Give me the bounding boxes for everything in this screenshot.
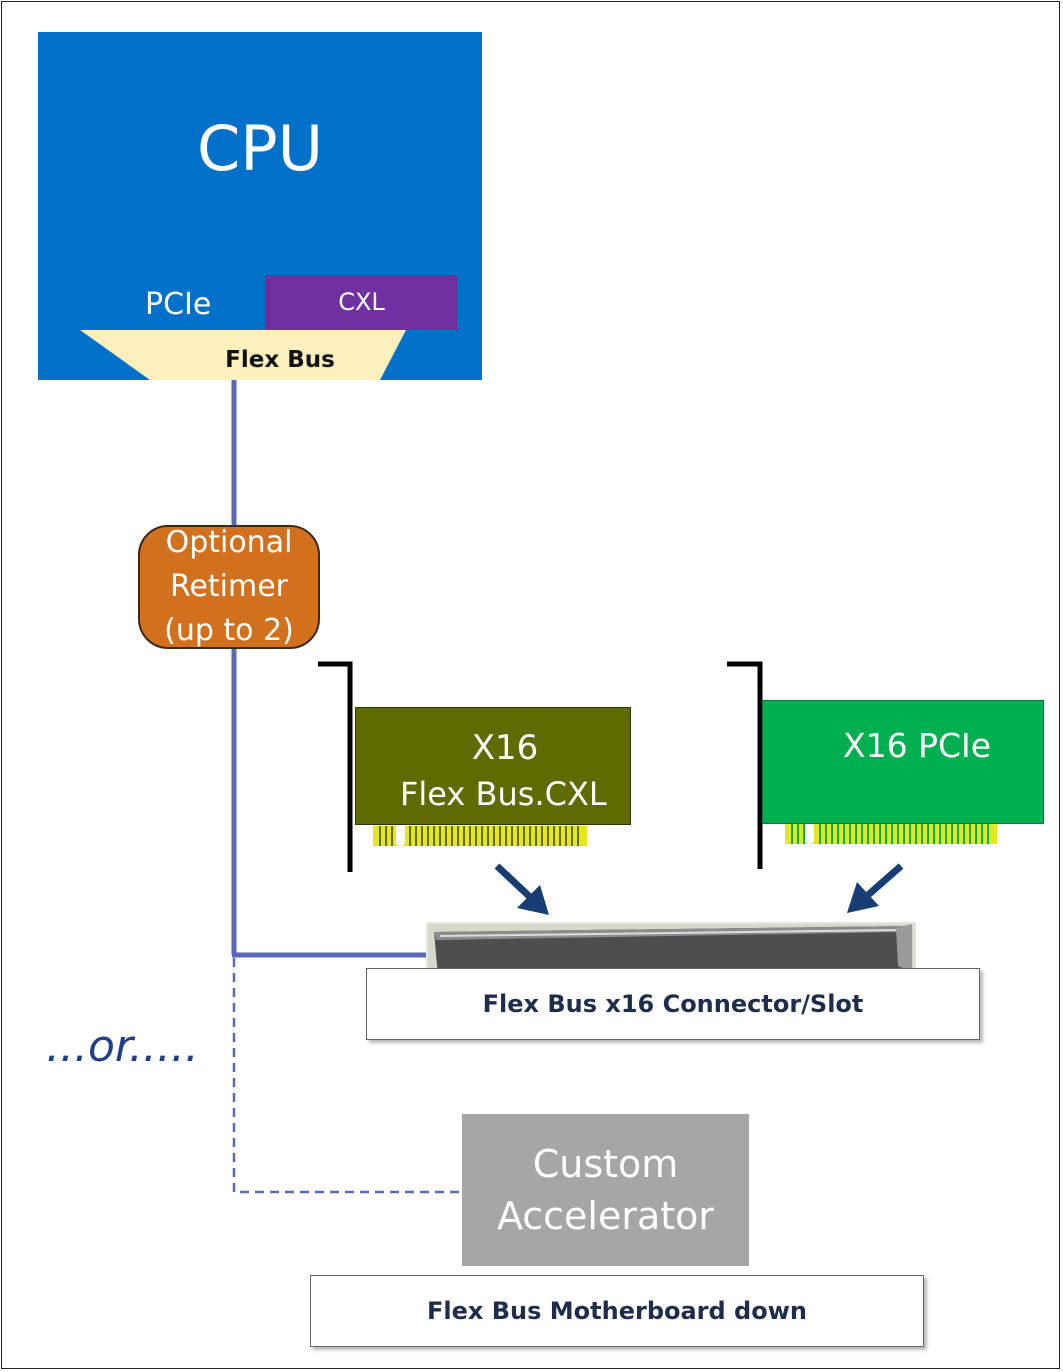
flexbus-trapezoid [80,330,406,380]
cpu-title: CPU [196,112,324,185]
cxl-card-bracket [318,661,353,872]
cxl-card-finger-lines [379,826,579,846]
or-text: ...or..... [46,1021,199,1072]
retimer-line-3: (up to 2) [164,613,294,648]
arrow-left-to-slot [494,863,549,915]
cxl-card [355,707,631,825]
dashed-bus-line [232,958,462,1194]
flexbus-label: Flex Bus [225,347,335,373]
pcie-label: PCIe [145,287,212,322]
accelerator-line-1: Custom [532,1142,679,1186]
pcie-card-bracket [727,661,763,869]
arrow-right-to-slot [847,863,904,913]
cxl-card-label-1: X16 [471,728,539,768]
cxl-block: CXL [265,275,458,330]
optional-retimer: Optional Retimer (up to 2) [138,525,320,649]
retimer-line-1: Optional [165,525,293,560]
custom-accelerator: Custom Accelerator [462,1114,749,1266]
motherboard-label: Flex Bus Motherboard down [310,1275,924,1347]
cxl-card-label-2: Flex Bus.CXL [400,775,607,813]
pcie-card-label: X16 PCIe [843,726,992,765]
cxl-card-fingers [373,826,587,846]
pcie-card [762,700,1044,824]
accelerator-line-2: Accelerator [496,1194,715,1238]
pcie-card-finger-lines [791,822,989,844]
slot-label: Flex Bus x16 Connector/Slot [366,968,980,1040]
retimer-line-2: Retimer [169,569,289,604]
